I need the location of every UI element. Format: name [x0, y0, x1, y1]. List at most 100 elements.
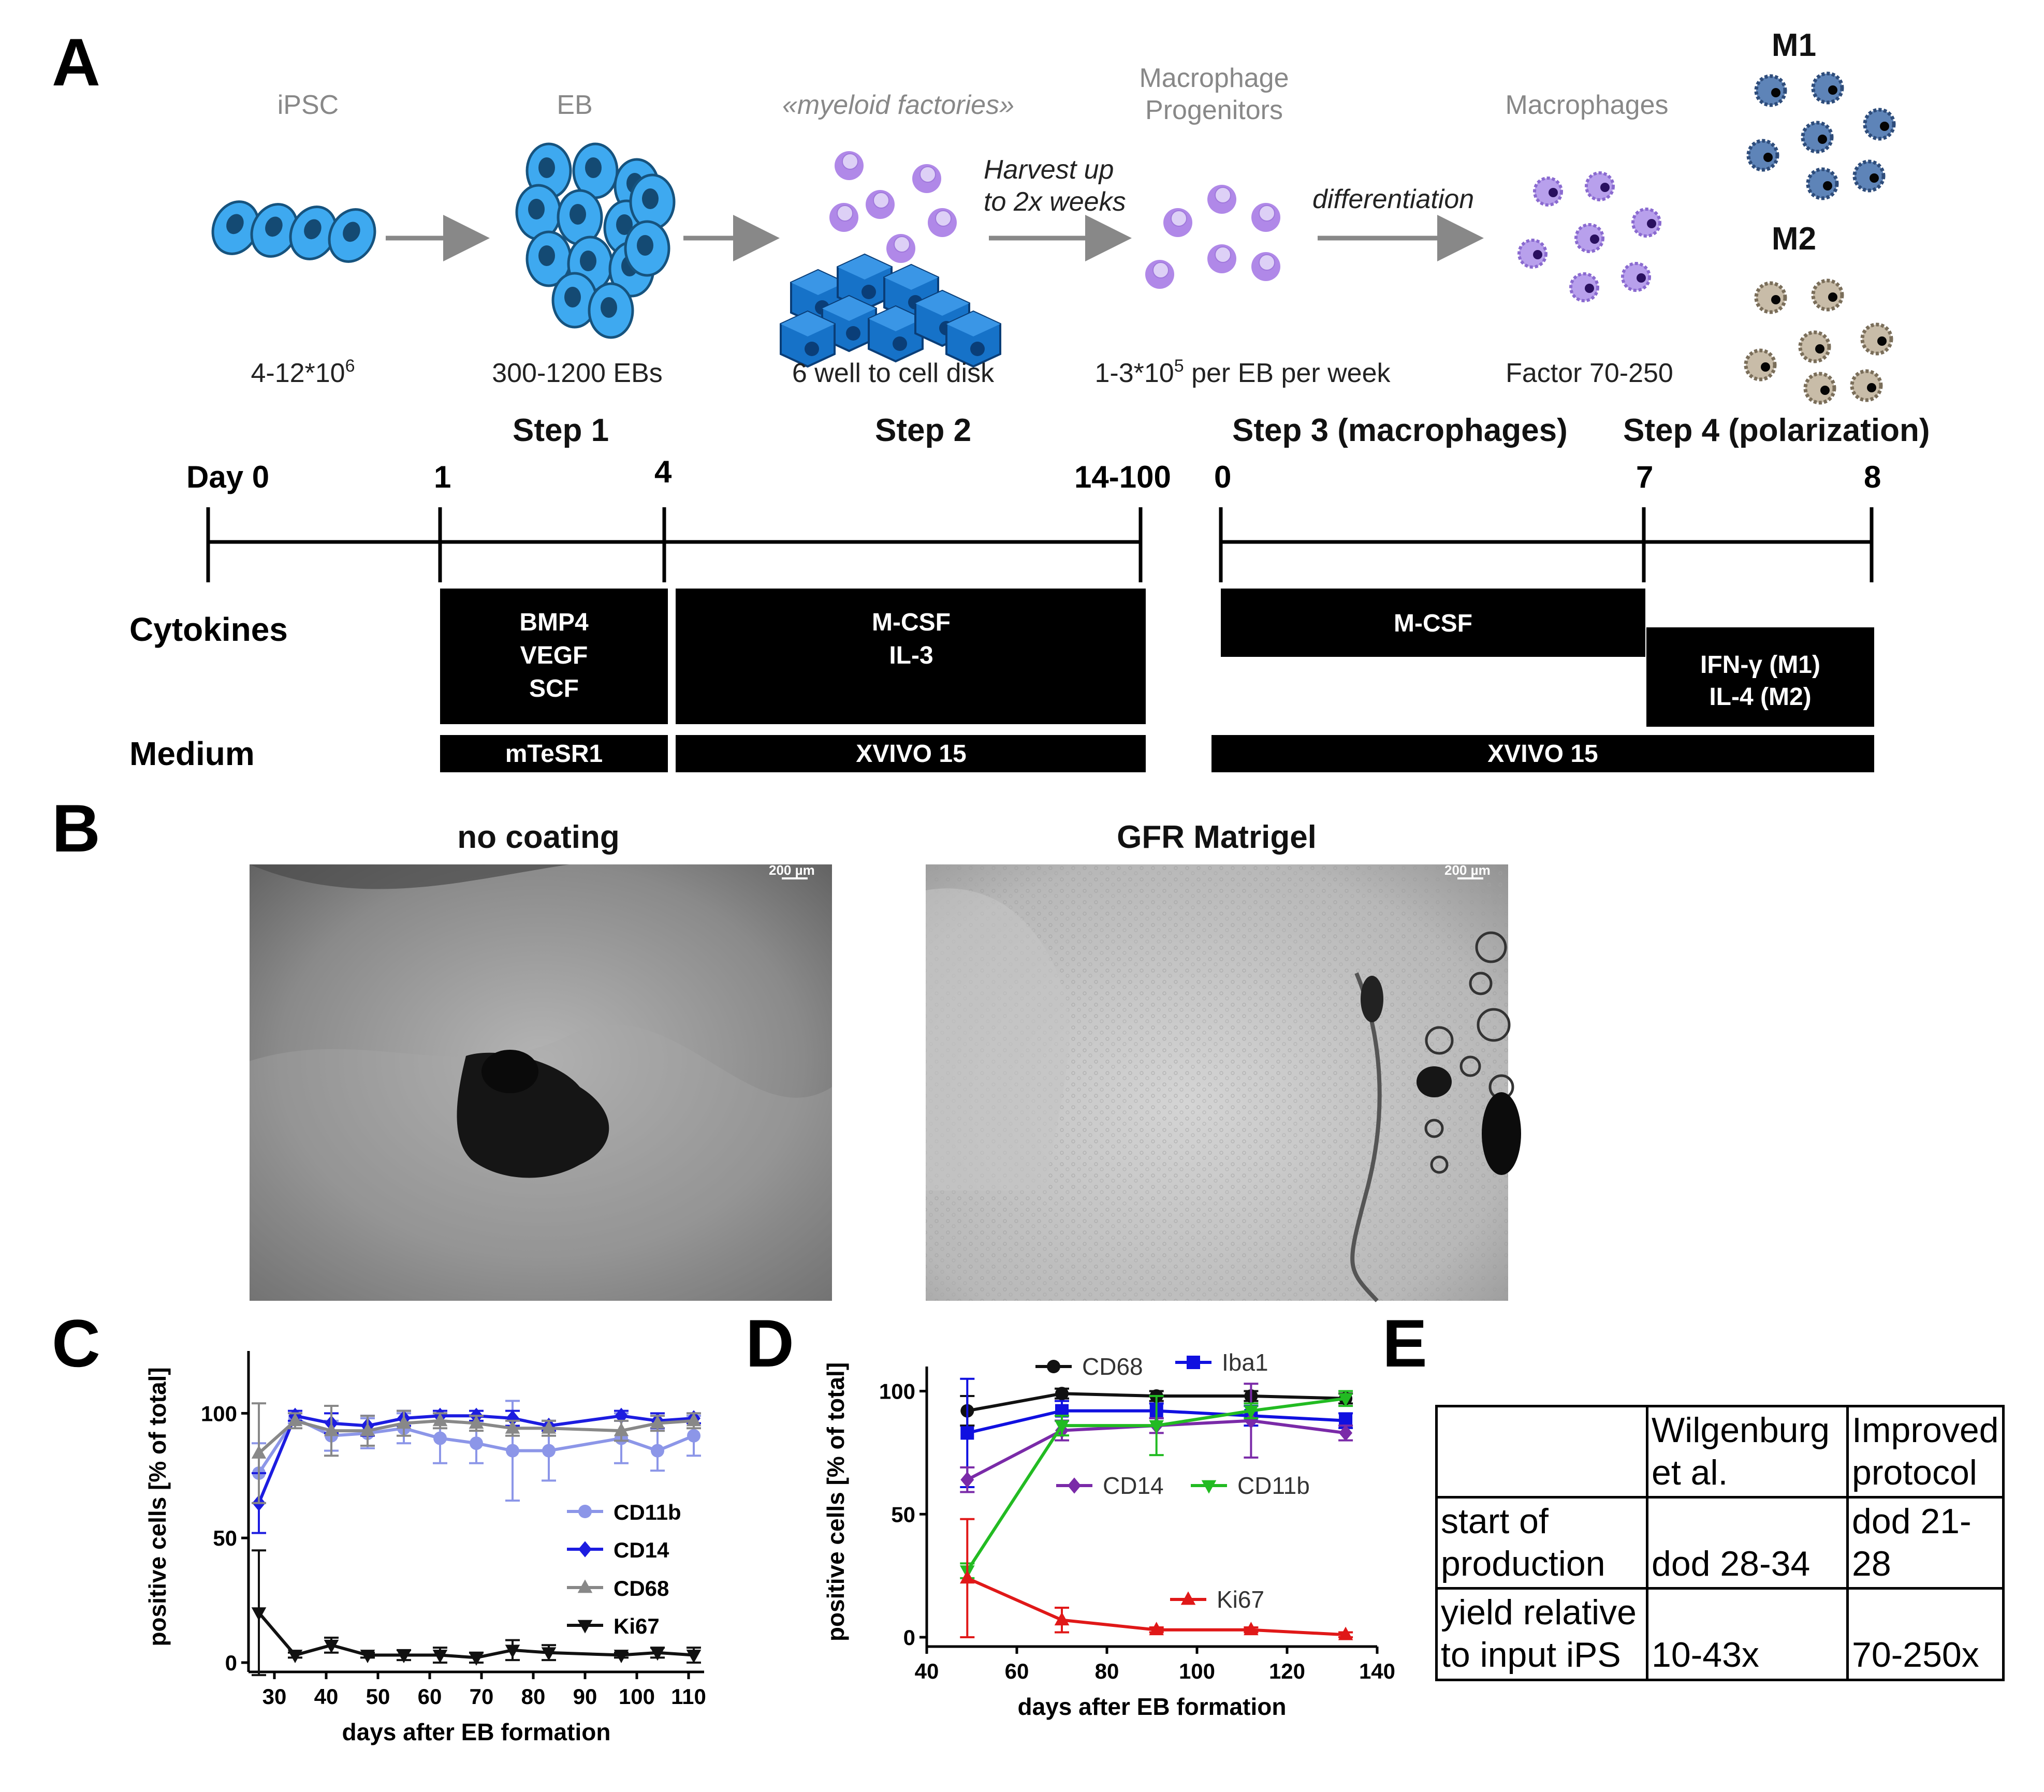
legend-marker	[1180, 1591, 1196, 1605]
step-4-label: Step 4 (polarization)	[1623, 413, 1930, 448]
y-tick-label: 50	[891, 1502, 915, 1526]
amount-progenitors: 1-3*105 per EB per week	[1094, 356, 1391, 388]
x-tick-label: 80	[1095, 1659, 1119, 1683]
micrograph-matrigel	[926, 864, 1521, 1302]
series-cd68	[251, 1402, 702, 1504]
y-axis-label: positive cells [% of total]	[822, 1362, 849, 1641]
svg-text:IL-4 (M2): IL-4 (M2)	[1709, 683, 1811, 711]
data-point	[432, 1650, 448, 1664]
svg-text:M-CSF: M-CSF	[872, 609, 951, 636]
panel-label-d: D	[746, 1305, 794, 1381]
legend-entry-iba1: Iba1	[1175, 1349, 1268, 1376]
data-point	[960, 1426, 974, 1440]
table-cell: 10-43x	[1646, 1587, 1849, 1681]
myeloid-factory-illustration	[780, 151, 1001, 368]
y-tick-label: 100	[879, 1379, 915, 1404]
svg-text:BMP4: BMP4	[519, 609, 589, 636]
x-tick-label: 140	[1359, 1659, 1395, 1683]
timeline-2	[1219, 507, 1874, 582]
svg-text:mTeSR1: mTeSR1	[505, 740, 603, 768]
legend-marker	[577, 1620, 593, 1634]
data-point	[324, 1639, 339, 1653]
timeline-2-day7: 7	[1636, 460, 1653, 494]
data-point	[470, 1436, 483, 1450]
ipsc-cells-illustration	[205, 194, 383, 269]
x-tick-label: 40	[314, 1684, 339, 1709]
x-tick-label: 60	[1005, 1659, 1029, 1683]
medium-box-2: XVIVO 15	[676, 735, 1146, 772]
y-axis-label: positive cells [% of total]	[144, 1367, 171, 1646]
comparison-table: Wilgenburg et al. Improved protocol star…	[1435, 1404, 2005, 1681]
series-line	[257, 1414, 694, 1504]
data-point	[433, 1431, 447, 1445]
y-tick-label: 100	[201, 1401, 237, 1426]
data-point	[1244, 1405, 1259, 1419]
legend-marker	[578, 1541, 592, 1558]
data-point	[287, 1413, 303, 1427]
panel-label-c: C	[52, 1305, 100, 1381]
x-tick-label: 100	[1179, 1659, 1215, 1683]
legend-entry-cd14: CD14	[567, 1538, 669, 1562]
data-point	[505, 1420, 520, 1434]
x-tick-label: 70	[470, 1684, 494, 1709]
data-point	[251, 1445, 267, 1459]
x-axis-label: days after EB formation	[342, 1718, 611, 1745]
stage-eb-label: EB	[557, 90, 592, 120]
series-ki67	[960, 1518, 1353, 1640]
timeline-2-day8: 8	[1864, 460, 1881, 494]
table-header-cell: Improved protocol	[1846, 1404, 2005, 1499]
data-point	[469, 1415, 484, 1429]
cytokine-box-2: M-CSF IL-3	[676, 589, 1146, 724]
x-tick-label: 40	[915, 1659, 939, 1683]
svg-text:IFN-γ (M1): IFN-γ (M1)	[1700, 651, 1820, 679]
amount-ipsc: 4-12*106	[251, 356, 355, 388]
legend-label: CD68	[614, 1576, 669, 1600]
data-point	[1055, 1387, 1069, 1401]
legend-marker	[577, 1579, 593, 1593]
data-point	[360, 1422, 375, 1436]
legend-marker	[1187, 1356, 1200, 1369]
data-point	[251, 1607, 267, 1621]
svg-text:SCF: SCF	[529, 675, 579, 702]
arrow-label-harvest-2: to 2x weeks	[984, 187, 1126, 217]
data-point	[687, 1429, 700, 1443]
data-point	[686, 1413, 702, 1427]
timeline-1	[206, 507, 1143, 582]
data-point	[506, 1410, 519, 1427]
legend-label: Ki67	[614, 1614, 660, 1638]
stage-progenitors-label-1: Macrophage	[1139, 63, 1289, 93]
step-3-label: Step 3 (macrophages)	[1232, 413, 1568, 448]
legend-marker	[1047, 1360, 1060, 1373]
series-cd11b	[960, 1390, 1353, 1579]
timeline-1-day14: 14-100	[1074, 460, 1171, 494]
table-header-cell: Wilgenburg et al.	[1646, 1404, 1849, 1499]
data-point	[396, 1415, 412, 1429]
data-point	[287, 1650, 303, 1664]
scale-bar-1-label: 200 µm	[769, 862, 815, 878]
data-point	[1339, 1424, 1353, 1441]
medium-box-1: mTeSR1	[440, 735, 668, 772]
svg-text:IL-3: IL-3	[889, 642, 933, 669]
micrograph-title-matrigel: GFR Matrigel	[1117, 819, 1317, 855]
svg-text:M-CSF: M-CSF	[1394, 610, 1472, 637]
scale-bar-2-label: 200 µm	[1444, 862, 1491, 878]
stage-myeloid-label: «myeloid factories»	[782, 90, 1014, 120]
table-cell: 70-250x	[1846, 1587, 2005, 1681]
x-tick-label: 50	[366, 1684, 390, 1709]
data-point	[1149, 1622, 1164, 1636]
svg-text:XVIVO 15: XVIVO 15	[1487, 740, 1598, 768]
legend-entry-cd68: CD68	[1035, 1353, 1143, 1380]
legend-entry-ki67: Ki67	[567, 1614, 660, 1638]
macrophages-illustration	[1519, 173, 1660, 301]
x-tick-label: 100	[619, 1684, 655, 1709]
x-tick-label: 120	[1269, 1659, 1305, 1683]
data-point	[1244, 1413, 1258, 1429]
micrograph-title-no-coating: no coating	[457, 819, 619, 855]
series-ki67	[251, 1549, 702, 1677]
panel-label-e: E	[1382, 1305, 1427, 1381]
legend-marker	[1068, 1477, 1081, 1494]
data-point	[614, 1422, 629, 1436]
